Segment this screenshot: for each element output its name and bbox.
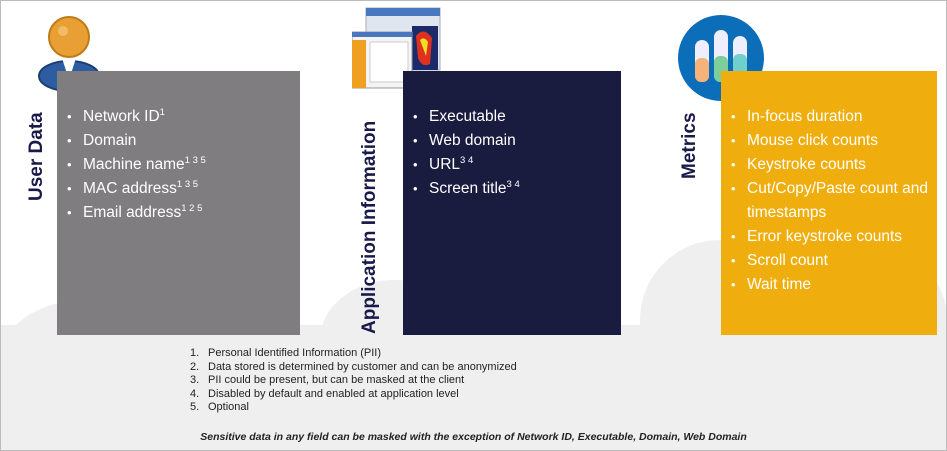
metrics-box: In-focus duration Mouse click counts Key…: [721, 71, 937, 335]
list-item: Error keystroke counts: [731, 225, 931, 249]
sensitive-data-note: Sensitive data in any field can be maske…: [200, 431, 747, 443]
user-data-box: Network ID1 Domain Machine name1 3 5 MAC…: [57, 71, 300, 335]
list-item: Executable: [413, 105, 615, 129]
footnote: 5.Optional: [190, 401, 249, 413]
list-item: Scroll count: [731, 249, 931, 273]
list-item: Mouse click counts: [731, 129, 931, 153]
list-item: Keystroke counts: [731, 153, 931, 177]
list-item: In-focus duration: [731, 105, 931, 129]
column-title-user-data: User Data: [26, 112, 47, 201]
list-item: Domain: [67, 129, 294, 153]
list-item: Network ID1: [67, 105, 294, 129]
column-title-metrics: Metrics: [679, 112, 700, 179]
list-item: URL3 4: [413, 153, 615, 177]
footnote: 3.PII could be present, but can be maske…: [190, 374, 465, 386]
list-item: MAC address1 3 5: [67, 177, 294, 201]
footnote: 1.Personal Identified Information (PII): [190, 347, 382, 359]
application-screenshot-icon: [352, 7, 441, 89]
list-item: Screen title3 4: [413, 177, 615, 201]
column-title-application-information: Application Information: [359, 120, 380, 334]
list-item: Machine name1 3 5: [67, 153, 294, 177]
list-item: Web domain: [413, 129, 615, 153]
list-item: Wait time: [731, 273, 931, 297]
footnotes: 1.Personal Identified Information (PII) …: [190, 347, 517, 415]
footnote: 2.Data stored is determined by customer …: [190, 360, 517, 373]
footnote: 4.Disabled by default and enabled at app…: [190, 387, 459, 400]
list-item: Cut/Copy/Paste count and timestamps: [731, 177, 931, 225]
list-item: Email address1 2 5: [67, 201, 294, 225]
application-information-box: Executable Web domain URL3 4 Screen titl…: [403, 71, 621, 335]
